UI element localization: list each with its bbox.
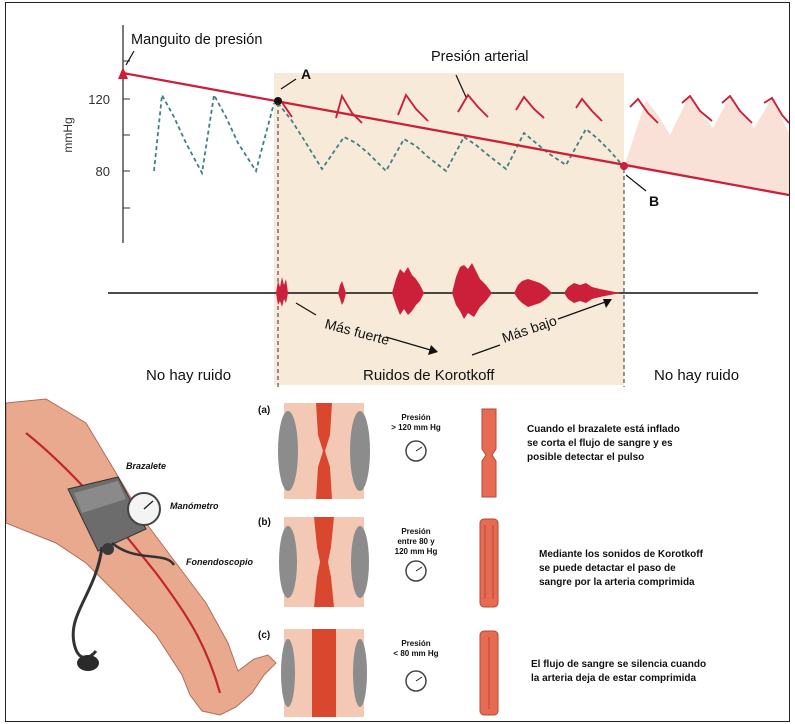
panel-b-vessel-icon	[480, 519, 498, 607]
stethoscope-head	[102, 543, 114, 555]
panel-b: (b) Presión entre 80 y 120 mm Hg Mediant…	[258, 517, 704, 607]
panel-c-artery	[312, 629, 336, 717]
y-tick-80: 80	[96, 164, 110, 179]
panel-a-text-1: Cuando el brazalete está inflado	[527, 424, 680, 435]
panel-b-text-1: Mediante los sonidos de Korotkoff	[539, 549, 704, 560]
panel-a-pressure-2: > 120 mm Hg	[391, 423, 441, 432]
point-b-marker	[620, 162, 628, 170]
panel-b-pressure-3: 120 mm Hg	[395, 547, 438, 556]
cuff-callout: Brazalete	[126, 461, 166, 471]
panel-a-text-2: se corta el flujo de sangre y es	[527, 438, 673, 449]
y-axis-label: mmHg	[61, 117, 75, 152]
diagram-frame: 120 80 mmHg Manguito de presión A B Pres…	[5, 2, 790, 722]
panel-b-pressure-1: Presión	[401, 527, 430, 536]
point-b-label: B	[649, 193, 659, 209]
inflation-bulb	[77, 655, 99, 671]
panel-a-text-3: posible detectar el pulso	[527, 452, 644, 463]
point-a-label: A	[301, 66, 311, 82]
panel-b-text-2: se puede detactar el paso de	[539, 563, 676, 574]
panel-c: (c) Presión < 80 mm Hg El flujo de sangr…	[258, 629, 706, 717]
blood-pressure-diagram: 120 80 mmHg Manguito de presión A B Pres…	[6, 3, 789, 721]
arm-illustration: Brazalete Manómetro Fonendoscopio	[6, 399, 276, 715]
cuff-label: Manguito de presión	[131, 32, 262, 48]
panel-c-text-1: El flujo de sangre se silencia cuando	[531, 659, 706, 670]
pulse-dashed-segment	[154, 95, 274, 173]
stethoscope-callout: Fonendoscopio	[186, 557, 253, 567]
panel-b-text-3: sangre por la arteria comprimida	[539, 577, 695, 588]
panel-c-text-2: la arteria deja de estar comprimida	[531, 673, 697, 684]
panel-a: (a) Presión > 120 mm Hg Cuando el brazal…	[258, 403, 680, 499]
y-tick-120: 120	[88, 92, 110, 107]
arterial-label: Presión arterial	[431, 49, 529, 65]
panel-c-pressure-1: Presión	[401, 639, 430, 648]
zone-middle-label: Ruidos de Korotkoff	[363, 367, 495, 384]
zone-right-label: No hay ruido	[654, 367, 739, 384]
panel-b-pressure-2: entre 80 y	[397, 537, 435, 546]
panel-c-letter: (c)	[258, 630, 270, 641]
gauge-callout: Manómetro	[170, 501, 219, 511]
korotkoff-zone-shade	[274, 73, 624, 385]
panel-a-letter: (a)	[258, 405, 270, 416]
panel-b-letter: (b)	[258, 517, 271, 528]
zone-left-label: No hay ruido	[146, 367, 231, 384]
pressure-graph: 120 80 mmHg Manguito de presión A B Pres…	[61, 25, 789, 387]
panel-c-pressure-2: < 80 mm Hg	[393, 649, 438, 658]
panel-a-pressure-1: Presión	[401, 413, 430, 422]
panel-a-vessel-icon	[482, 409, 496, 497]
